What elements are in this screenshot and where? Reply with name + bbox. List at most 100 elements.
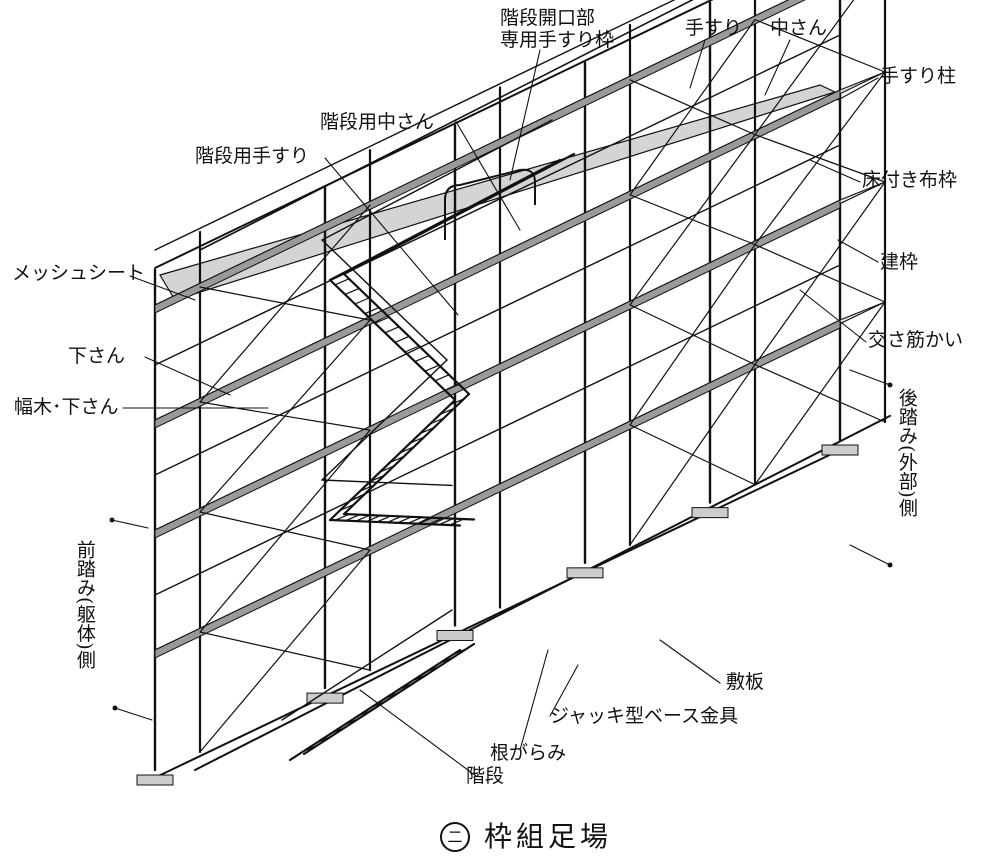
cross-brace bbox=[629, 194, 756, 246]
scaffold-structure bbox=[136, 0, 891, 786]
stair-tread bbox=[339, 503, 355, 511]
stair-tread bbox=[334, 278, 350, 286]
stair-stringer bbox=[328, 278, 457, 402]
cross-brace bbox=[199, 286, 371, 321]
stair-tread bbox=[369, 475, 385, 483]
cross-brace bbox=[754, 19, 886, 73]
stair-tread bbox=[438, 517, 454, 526]
stair-tread bbox=[384, 244, 400, 252]
back-handrail bbox=[199, 0, 694, 251]
stair-tread bbox=[452, 647, 468, 656]
leader-line bbox=[324, 157, 459, 316]
stair-tread bbox=[476, 196, 492, 204]
stair-stringer bbox=[342, 392, 471, 516]
caption-mark: 二 bbox=[440, 822, 470, 852]
stair-tread bbox=[334, 513, 350, 521]
stair-tread bbox=[389, 455, 405, 463]
stair-tread bbox=[458, 206, 474, 214]
stair-tread bbox=[398, 682, 414, 691]
label-stairs: 階段 bbox=[466, 765, 505, 787]
label-sill-plate: 敷板 bbox=[726, 671, 765, 693]
label-handrail: 手すり bbox=[685, 17, 743, 39]
stair-tread bbox=[449, 398, 465, 406]
figure-title: 枠組足場 bbox=[484, 820, 613, 853]
stair-tread bbox=[550, 158, 566, 166]
leader-line bbox=[689, 39, 706, 89]
stair-tread bbox=[397, 516, 413, 524]
stair-tread bbox=[303, 744, 319, 752]
stair-tread bbox=[414, 355, 430, 363]
cross-brace bbox=[199, 401, 371, 431]
leader-line bbox=[849, 544, 891, 566]
cross-brace bbox=[629, 424, 756, 486]
ground-tie bbox=[149, 446, 846, 781]
leader-arrow bbox=[109, 517, 115, 523]
stair-tread bbox=[384, 691, 400, 700]
stair-tread bbox=[349, 494, 365, 502]
label-lower-rail: 下さん bbox=[68, 345, 126, 367]
leader-arrow bbox=[887, 562, 893, 568]
leader-lines bbox=[109, 39, 893, 777]
stair-tread bbox=[403, 235, 419, 243]
cross-brace bbox=[199, 511, 371, 551]
sill-plate bbox=[821, 444, 859, 456]
cross-brace bbox=[199, 631, 371, 671]
stair-tread bbox=[407, 516, 423, 524]
label-stair-handrail: 階段用手すり bbox=[195, 145, 310, 167]
stair-tread bbox=[425, 665, 441, 673]
stair-tread bbox=[359, 484, 375, 492]
label-handrail-post: 手すり柱 bbox=[880, 65, 957, 87]
stair-tread bbox=[366, 254, 382, 262]
stair-tread bbox=[513, 177, 529, 185]
leader-line bbox=[549, 664, 579, 717]
stair-handrail bbox=[321, 239, 448, 361]
label-front-side: 前踏み(躯体)側 bbox=[73, 540, 96, 669]
stair-tread bbox=[379, 465, 395, 473]
label-mesh-sheet: メッシュシート bbox=[12, 262, 146, 284]
stair-tread bbox=[428, 517, 444, 525]
leader-line bbox=[809, 159, 861, 183]
leader-line bbox=[454, 119, 521, 231]
stair-tread bbox=[439, 407, 455, 415]
label-main-frame: 建枠 bbox=[880, 251, 919, 273]
stair-tread bbox=[365, 514, 381, 523]
stair-stringer bbox=[342, 272, 471, 396]
stair-stringer bbox=[342, 152, 576, 276]
stair-tread bbox=[444, 383, 460, 391]
stair-stringer bbox=[288, 648, 462, 762]
stair-tread bbox=[449, 518, 465, 526]
label-jack-base: ジャッキ型ベース金具 bbox=[550, 705, 739, 727]
stair-tread bbox=[394, 335, 410, 343]
leader-line bbox=[837, 77, 879, 101]
leader-line bbox=[764, 39, 791, 96]
toeboard bbox=[154, 0, 806, 314]
sill-plate bbox=[691, 507, 729, 519]
cross-brace bbox=[754, 134, 886, 183]
sill-plate bbox=[306, 692, 344, 704]
leader-line bbox=[144, 356, 231, 396]
cross-brace bbox=[629, 79, 756, 136]
leader-line bbox=[519, 649, 549, 751]
stair-tread bbox=[409, 436, 425, 444]
label-stair-opening-rail: 階段開口部 専用手すり枠 bbox=[500, 7, 615, 51]
stair-tread bbox=[386, 515, 402, 524]
sill-plate bbox=[136, 774, 174, 786]
stair-tread bbox=[411, 674, 427, 682]
stair-handrail bbox=[321, 479, 453, 487]
stair-tread bbox=[439, 656, 455, 664]
mid-rail bbox=[154, 264, 841, 596]
label-cross-brace: 交さ筋かい bbox=[868, 329, 964, 351]
stair-tread bbox=[345, 514, 361, 522]
leader-line bbox=[114, 707, 153, 721]
stair-tread bbox=[434, 374, 450, 382]
toeboard bbox=[154, 199, 841, 539]
mid-rail bbox=[154, 34, 841, 366]
stair-tread bbox=[404, 345, 420, 353]
label-deck-frame: 床付き布枠 bbox=[862, 169, 958, 191]
stair-tread bbox=[424, 364, 440, 372]
sill-plate bbox=[436, 629, 474, 641]
label-stair-mid-rail: 階段用中さん bbox=[320, 111, 435, 133]
stair-tread bbox=[439, 215, 455, 223]
stair-tread bbox=[376, 515, 392, 523]
figure-caption: 二枠組足場 bbox=[440, 815, 612, 855]
